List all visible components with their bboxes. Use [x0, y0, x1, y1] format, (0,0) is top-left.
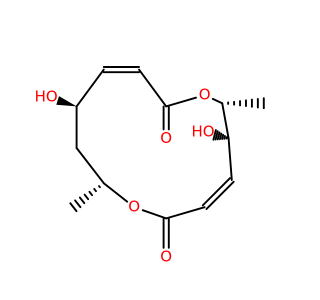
hashed-bond-stroke	[214, 130, 219, 141]
hashed-bond-stroke	[93, 187, 97, 193]
hydroxyl-label: HO	[35, 87, 58, 105]
single-bond	[75, 147, 105, 185]
hashed-bond-stroke	[78, 196, 86, 205]
double-bond	[201, 177, 231, 207]
hashed-bond-stroke	[218, 132, 223, 141]
hashed-bond-stroke	[98, 185, 101, 189]
hashed-bond-stroke	[69, 202, 78, 213]
single-bond	[75, 68, 105, 108]
wedge-bond	[56, 96, 77, 107]
atom-label-layer: O O O O HO HO	[35, 86, 215, 266]
molecule-structure: O O O O HO HO	[35, 66, 265, 266]
hashed-bond-stroke	[216, 131, 221, 141]
hashed-bond-stroke	[221, 133, 225, 140]
oxygen-label: O	[160, 247, 172, 265]
hashed-bond-stroke	[74, 199, 82, 209]
single-bond	[221, 102, 230, 140]
single-bond	[165, 206, 206, 220]
hashed-bond-stroke	[223, 135, 226, 140]
single-bond	[227, 137, 233, 181]
hashed-bond-stroke	[212, 129, 217, 141]
oxygen-label: O	[128, 198, 140, 216]
hashed-bond-stroke	[83, 193, 90, 201]
single-bond	[165, 96, 197, 108]
single-bond	[211, 97, 224, 105]
oxygen-label: O	[199, 86, 211, 104]
single-bond	[102, 182, 129, 203]
double-bond	[205, 180, 235, 210]
oxygen-label: O	[160, 129, 172, 147]
hydroxyl-label: HO	[191, 123, 214, 141]
single-bond	[138, 68, 168, 108]
single-bond	[141, 209, 168, 220]
bond-layer	[56, 66, 265, 249]
hashed-bond-stroke	[88, 190, 94, 197]
